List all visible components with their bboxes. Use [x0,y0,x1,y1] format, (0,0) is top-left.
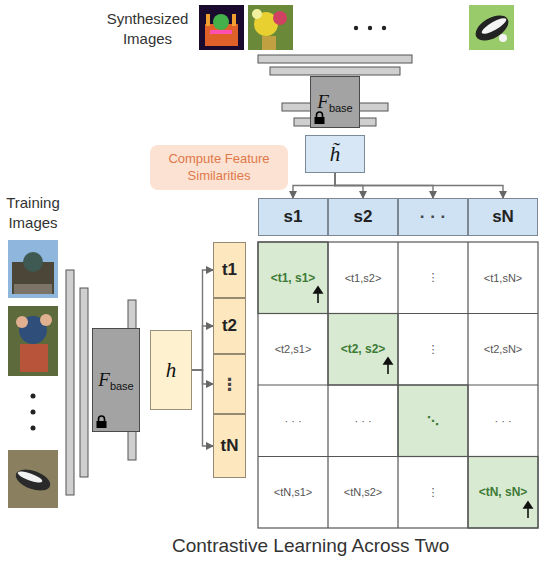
connector [192,370,213,446]
feature-box: sN [468,198,538,236]
table-cell: · · · [284,415,301,427]
similarity-matrix [258,242,538,528]
connector [192,270,213,370]
table-cell: <tN,s2> [344,486,383,498]
table-cell: ⋮ [428,486,439,499]
node-text: h [166,358,177,383]
lock-icon [314,111,325,124]
node-text: Compute Feature Similarities [156,151,282,184]
image-group-label: Synthesized Images [100,9,195,50]
node-text: s1 [284,207,303,227]
table-cell-box: <t2,sN> [468,314,538,386]
projection-head: h̃ [305,135,365,173]
table-cell-box: · · · [468,385,538,457]
node-text: t2 [222,316,237,336]
encoder-box: Fbase [92,328,140,432]
table-cell-box: <t1, s1> [258,242,328,314]
connector [293,173,335,198]
table-cell: <t1, s1> [271,271,316,285]
caption-box: Contrastive Learning Across Two [172,532,532,560]
connector [192,326,213,370]
node-text: base [329,102,353,114]
feature-box: · · · [398,198,468,236]
increase-arrows [314,287,532,518]
node-text: tN [221,436,239,456]
table-cell-box: ⋮ [398,457,468,529]
feature-box: s1 [258,198,328,236]
table-cell-box: <t1,s2> [328,242,398,314]
synthesized-images [199,5,514,50]
text-line: Fbase [98,369,133,391]
table-cell-box: · · · [258,385,328,457]
table-cell: <t1,s2> [345,272,382,284]
table-cell: ⋱ [427,414,439,428]
table-cell: <t2, s2> [341,342,386,356]
node-text: t1 [222,260,237,280]
table-cell-box: <t2,s1> [258,314,328,386]
node-text: F [98,369,110,391]
table-cell: <t1,sN> [484,272,523,284]
feature-box: s2 [328,198,398,236]
table-cell: <t2,s1> [275,343,312,355]
table-cell-box: <tN, sN> [468,457,538,529]
node-text: F [317,91,329,113]
table-cell-box: <tN,s1> [258,457,328,529]
node-text: · · · [420,207,446,227]
table-cell-box: <t2, s2> [328,314,398,386]
left-network-layers [66,270,136,495]
table-cell-box: · · · [328,385,398,457]
text-line: Fbase [317,91,352,113]
table-cell: ⋮ [428,343,439,356]
table-cell-box: <t1,sN> [468,242,538,314]
connector [335,173,503,198]
projection-head: h [150,330,192,410]
table-cell: <tN,s1> [274,486,313,498]
node-text: h̃ [330,142,341,167]
table-cell: ⋮ [428,271,439,284]
node-text: sN [492,207,514,227]
table-cell-box: <tN,s2> [328,457,398,529]
feature-box: t1 [213,242,246,298]
node-text: base [110,380,134,392]
table-cell-box: ⋮ [398,242,468,314]
table-cell: · · · [354,415,371,427]
node-text: s2 [354,207,373,227]
training-images [8,240,58,508]
feature-box: tN [213,414,246,478]
table-cell-box: ⋮ [398,314,468,386]
table-cell-box: ⋱ [398,385,468,457]
lock-icon [96,415,107,428]
node-text: ⋮ [221,374,238,395]
image-group-label: Training Images [2,193,64,234]
feature-box: ⋮ [213,354,246,414]
caption: Contrastive Learning Across Two [172,535,449,557]
feature-box: t2 [213,298,246,354]
callout-box: Compute Feature Similarities [150,145,288,190]
table-cell: · · · [494,415,511,427]
table-cell: <t2,sN> [484,343,523,355]
image-group-label-box: Training Images [2,190,64,236]
image-group-label-box: Synthesized Images [100,6,195,52]
table-cell: <tN, sN> [479,485,528,499]
encoder-box: Fbase [310,76,360,128]
